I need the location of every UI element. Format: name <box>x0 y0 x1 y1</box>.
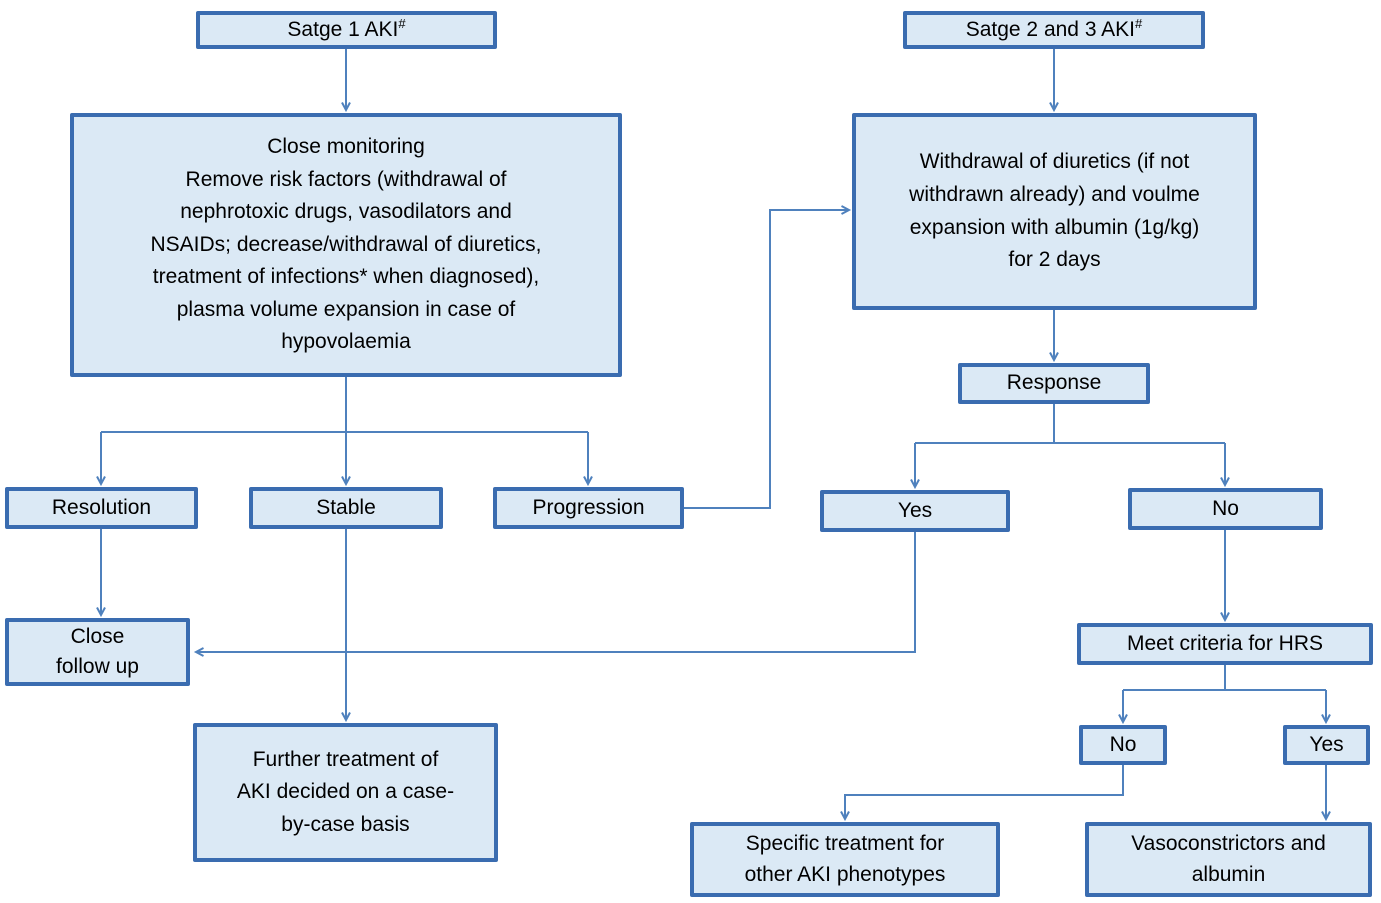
node-meet-criteria-hrs: Meet criteria for HRS <box>1077 623 1373 665</box>
node-further-treatment: Further treatment of AKI decided on a ca… <box>193 723 498 862</box>
footnote-marker: # <box>1135 15 1143 31</box>
node-close-follow-up: Close follow up <box>5 618 190 686</box>
node-label: Yes <box>897 498 933 522</box>
node-label: Specific treatment for other AKI phenoty… <box>744 832 946 886</box>
node-label: Further treatment of AKI decided on a ca… <box>236 747 455 836</box>
node-label: Vasoconstrictors and albumin <box>1131 832 1326 886</box>
node-label: Close monitoring Remove risk factors (wi… <box>150 135 542 354</box>
node-label: Response <box>1006 371 1102 395</box>
node-label: Stable <box>316 495 376 519</box>
node-resolution: Resolution <box>5 487 198 529</box>
node-label: Resolution <box>51 495 152 519</box>
node-label: Withdrawal of diuretics (if not withdraw… <box>909 150 1200 272</box>
node-withdrawal-diuretics: Withdrawal of diuretics (if not withdraw… <box>852 113 1257 310</box>
node-response-yes: Yes <box>820 490 1010 532</box>
node-progression: Progression <box>493 487 684 529</box>
node-vasoconstrictors: Vasoconstrictors and albumin <box>1085 822 1372 897</box>
node-specific-treatment: Specific treatment for other AKI phenoty… <box>690 822 1000 897</box>
node-stage-2-3-aki: Satge 2 and 3 AKI# <box>903 11 1205 49</box>
node-hrs-yes: Yes <box>1283 725 1370 765</box>
node-label: Meet criteria for HRS <box>1126 631 1324 655</box>
footnote-marker: # <box>398 15 406 31</box>
node-label: Satge 2 and 3 AKI# <box>965 15 1143 41</box>
node-hrs-no: No <box>1079 725 1167 765</box>
node-stable: Stable <box>249 487 443 529</box>
node-response-no: No <box>1128 488 1323 530</box>
node-stage-1-aki: Satge 1 AKI# <box>196 11 497 49</box>
node-label: Yes <box>1309 732 1344 756</box>
node-response: Response <box>958 363 1150 404</box>
node-label: Progression <box>532 495 645 519</box>
node-label: No <box>1109 732 1137 756</box>
node-label: Satge 1 AKI# <box>287 15 406 41</box>
node-label: Close follow up <box>56 624 139 678</box>
node-label: No <box>1212 496 1239 520</box>
node-close-monitoring: Close monitoring Remove risk factors (wi… <box>70 113 622 377</box>
